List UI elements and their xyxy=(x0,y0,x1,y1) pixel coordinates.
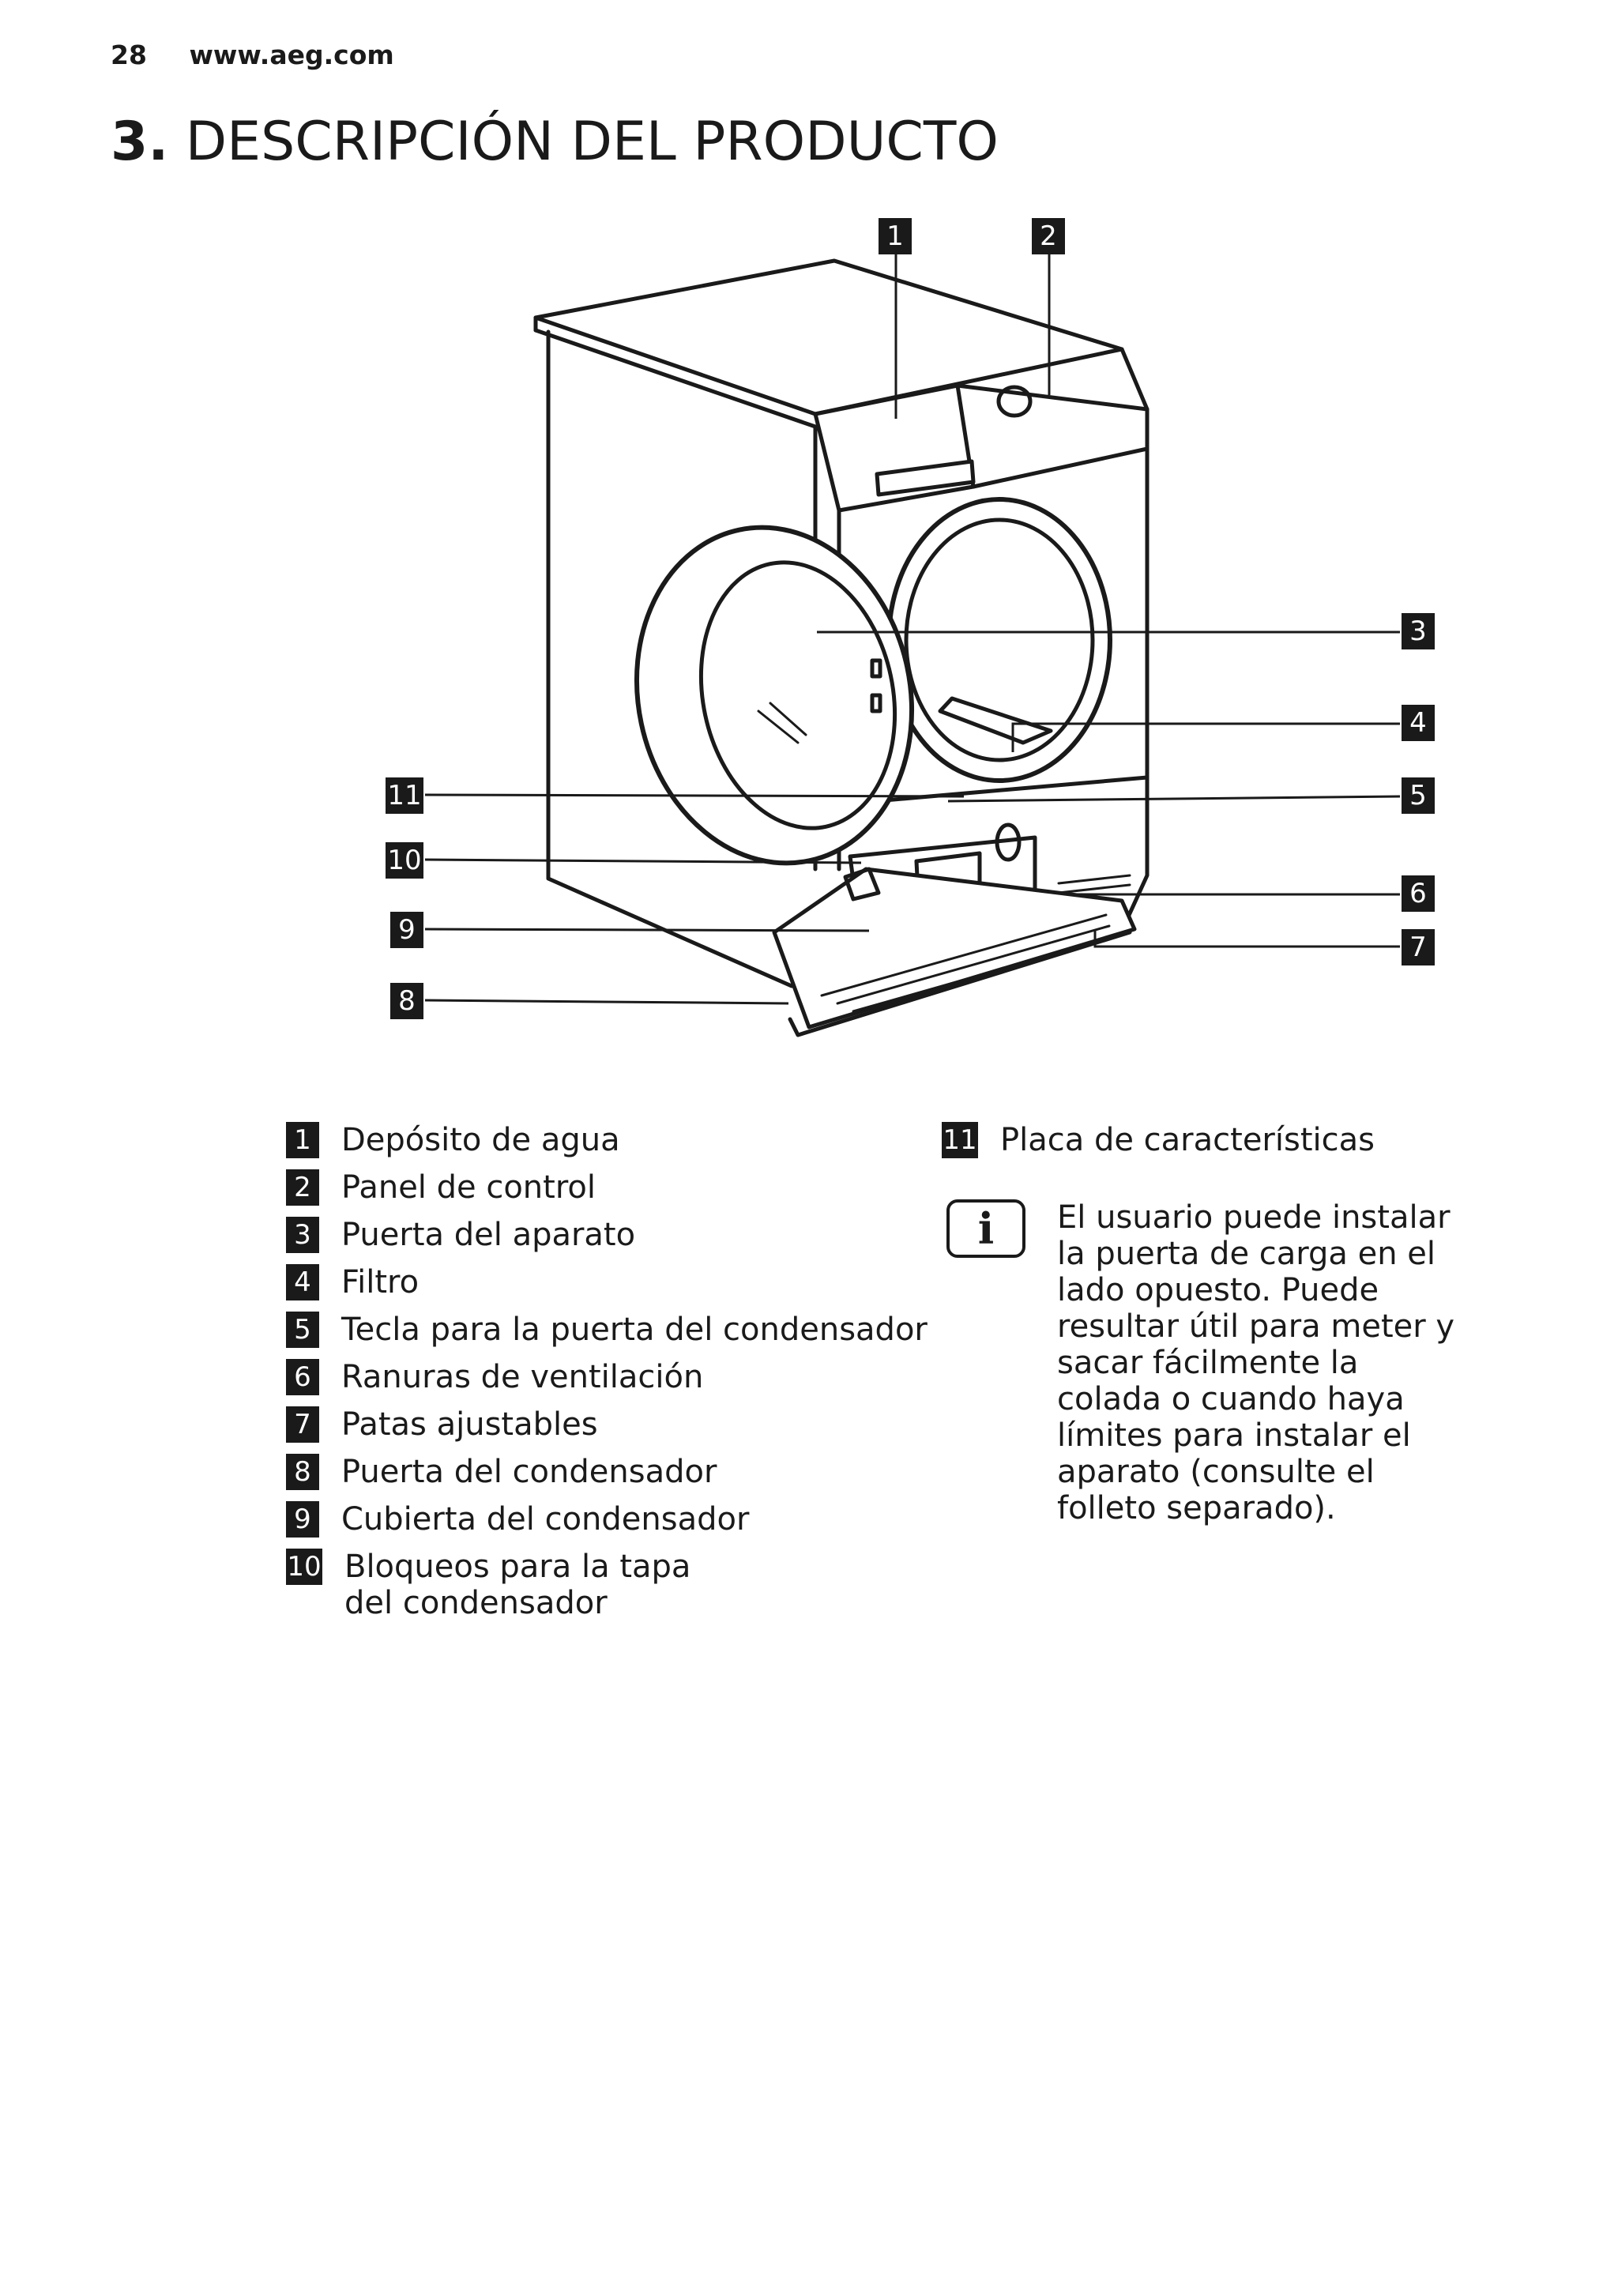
legend-text: Placa de características xyxy=(1000,1122,1375,1158)
callout-5: 5 xyxy=(1402,777,1435,814)
dryer-illustration xyxy=(424,254,1401,1037)
legend-text: Ranuras de ventilación xyxy=(341,1359,704,1395)
list-item: 11 Placa de características xyxy=(942,1122,1474,1158)
list-item: 2 Panel de control xyxy=(286,1169,958,1206)
legend-number: 8 xyxy=(286,1454,319,1490)
list-item: 1 Depósito de agua xyxy=(286,1122,958,1158)
legend-number: 1 xyxy=(286,1122,319,1158)
leader-line-9 xyxy=(424,928,870,932)
callout-11: 11 xyxy=(386,777,423,814)
list-item: 7 Patas ajustables xyxy=(286,1406,958,1443)
info-icon: i xyxy=(946,1199,1025,1258)
legend-number: 3 xyxy=(286,1217,319,1253)
legend-number: 7 xyxy=(286,1406,319,1443)
legend-text: Puerta del condensador xyxy=(341,1454,717,1490)
callout-10: 10 xyxy=(386,842,423,879)
legend-number: 4 xyxy=(286,1264,319,1300)
callout-7: 7 xyxy=(1402,929,1435,965)
leader-line-5 xyxy=(947,795,1401,803)
section-title: 3. DESCRIPCIÓN DEL PRODUCTO xyxy=(111,111,999,173)
legend-text: Tecla para la puerta del condensador xyxy=(341,1312,928,1348)
legend-number: 5 xyxy=(286,1312,319,1348)
list-item: 8 Puerta del condensador xyxy=(286,1454,958,1490)
legend-number: 2 xyxy=(286,1169,319,1206)
legend-number: 9 xyxy=(286,1501,319,1538)
legend-text: Panel de control xyxy=(341,1169,596,1206)
leader-line-10 xyxy=(424,858,862,864)
callout-8: 8 xyxy=(390,983,423,1019)
page-header: 28 www.aeg.com xyxy=(111,40,394,70)
list-item: 6 Ranuras de ventilación xyxy=(286,1359,958,1395)
list-item: 10 Bloqueos para la tapa del condensador xyxy=(286,1549,958,1621)
leader-line-7 xyxy=(1093,929,1400,948)
legend-text: Cubierta del condensador xyxy=(341,1501,750,1538)
legend-number: 6 xyxy=(286,1359,319,1395)
leader-line-11 xyxy=(424,793,965,798)
leader-line-4 xyxy=(1011,722,1400,752)
list-item: 9 Cubierta del condensador xyxy=(286,1501,958,1538)
section-title-text: DESCRIPCIÓN DEL PRODUCTO xyxy=(185,111,999,173)
machine-door xyxy=(634,525,915,866)
legend-text: Depósito de agua xyxy=(341,1122,620,1158)
callout-3: 3 xyxy=(1402,613,1435,649)
legend-list-right: 11 Placa de características xyxy=(942,1122,1474,1169)
legend-number: 11 xyxy=(942,1122,978,1158)
legend-number: 10 xyxy=(286,1549,322,1585)
list-item: 3 Puerta del aparato xyxy=(286,1217,958,1253)
list-item: 4 Filtro xyxy=(286,1264,958,1300)
legend-text: Patas ajustables xyxy=(341,1406,598,1443)
legend-text: Bloqueos para la tapa del condensador xyxy=(344,1549,691,1621)
legend-text: Puerta del aparato xyxy=(341,1217,636,1253)
list-item: 5 Tecla para la puerta del condensador xyxy=(286,1312,958,1348)
condenser-door xyxy=(772,867,1137,1029)
callout-4: 4 xyxy=(1402,705,1435,741)
legend-text: Filtro xyxy=(341,1264,420,1300)
dryer-top xyxy=(533,258,1124,416)
header-url[interactable]: www.aeg.com xyxy=(189,40,394,70)
callout-2: 2 xyxy=(1032,218,1065,254)
callout-1: 1 xyxy=(879,218,912,254)
info-note-text: El usuario puede instalar la puerta de c… xyxy=(1057,1199,1455,1526)
info-note: i El usuario puede instalar la puerta de… xyxy=(946,1199,1468,1526)
callout-6: 6 xyxy=(1402,875,1435,912)
section-number: 3. xyxy=(111,111,169,173)
leader-line-8 xyxy=(424,999,789,1005)
page-number: 28 xyxy=(111,40,147,70)
callout-9: 9 xyxy=(390,912,423,948)
